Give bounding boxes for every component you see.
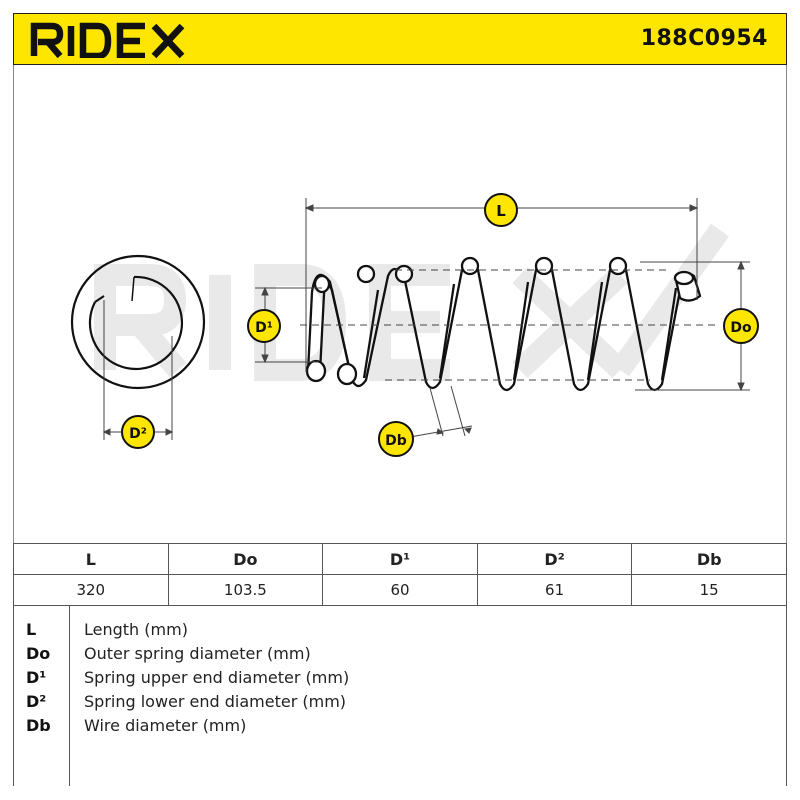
ridex-logo: [30, 22, 185, 58]
spec-value-row: 320 103.5 60 61 15: [13, 574, 787, 606]
legend-symbol: Db: [26, 716, 51, 735]
legend-symbol: L: [26, 620, 37, 639]
do-dimension: [635, 260, 750, 392]
spec-header-l: L: [13, 543, 169, 575]
part-number: 188C0954: [640, 26, 768, 51]
spec-value-d2: 61: [476, 574, 633, 606]
callout-d2: D²: [121, 415, 155, 449]
spring-technical-drawing: L D¹ Do D² Db: [70, 193, 759, 457]
specification-table: L Do D¹ D² Db 320 103.5 60 61 15: [13, 543, 787, 606]
spec-header-d1: D¹: [322, 543, 478, 575]
legend-description: Outer spring diameter (mm): [84, 644, 311, 663]
spec-value-l: 320: [13, 574, 169, 606]
svg-text:D¹: D¹: [255, 320, 273, 336]
spec-value-db: 15: [631, 574, 787, 606]
db-dimension: [409, 385, 473, 438]
legend-description: Spring upper end diameter (mm): [84, 668, 350, 687]
callout-do: Do: [723, 308, 759, 344]
d1-dimension: [255, 286, 322, 364]
svg-text:Db: Db: [385, 433, 407, 449]
callout-l: L: [484, 193, 518, 227]
spec-header-do: Do: [167, 543, 324, 575]
ridex-watermark: [94, 223, 729, 381]
svg-text:Do: Do: [730, 320, 752, 336]
spec-value-do: 103.5: [167, 574, 324, 606]
legend-description: Wire diameter (mm): [84, 716, 247, 735]
svg-text:L: L: [496, 202, 506, 220]
spring-end-view: [70, 254, 206, 390]
legend-description: Length (mm): [84, 620, 188, 639]
spec-header-db: Db: [631, 543, 787, 575]
legend-symbol: Do: [26, 644, 51, 663]
callout-db: Db: [378, 421, 414, 457]
legend-symbol: D²: [26, 692, 47, 711]
legend-symbol: D¹: [26, 668, 47, 687]
legend-divider: [69, 606, 70, 786]
spec-value-d1: 60: [322, 574, 478, 606]
callout-d1: D¹: [247, 309, 281, 343]
svg-text:D²: D²: [129, 426, 147, 442]
dimension-helper-lines: [300, 269, 720, 381]
legend: L Length (mm) Do Outer spring diameter (…: [13, 606, 787, 786]
spec-header-d2: D²: [476, 543, 633, 575]
spec-header-row: L Do D¹ D² Db: [13, 543, 787, 575]
header-bar: 188C0954: [13, 13, 787, 65]
legend-description: Spring lower end diameter (mm): [84, 692, 347, 711]
